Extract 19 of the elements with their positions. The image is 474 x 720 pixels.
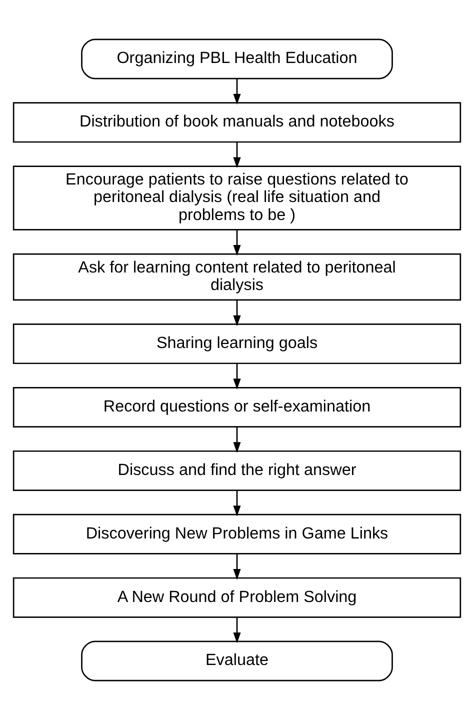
arrow [233,142,241,168]
node-box: Organizing PBL Health Education [81,38,393,80]
arrow [233,230,241,256]
node-box: Evaluate [81,640,393,682]
node-box: Discovering New Problems in Game Links [12,514,462,554]
arrow [233,427,241,453]
node-box: Encourage patients to raise questions related to peritoneal dialysis (real life situation and problems to be ) [12,166,462,230]
node-box: Discuss and find the right answer [12,450,462,491]
arrow [233,554,241,580]
arrow [233,300,241,326]
node-box: Record questions or self-examination [12,387,462,428]
node-box: A New Round of Problem Solving [12,577,462,618]
node-box: Ask for learning content related to peritoneal dialysis [12,253,462,301]
arrow [233,364,241,390]
node-box: Sharing learning goals [12,324,462,364]
node-box: Distribution of book manuals and notebooks [12,102,462,143]
arrow [233,490,241,516]
arrow [233,618,241,644]
arrow [233,78,241,105]
